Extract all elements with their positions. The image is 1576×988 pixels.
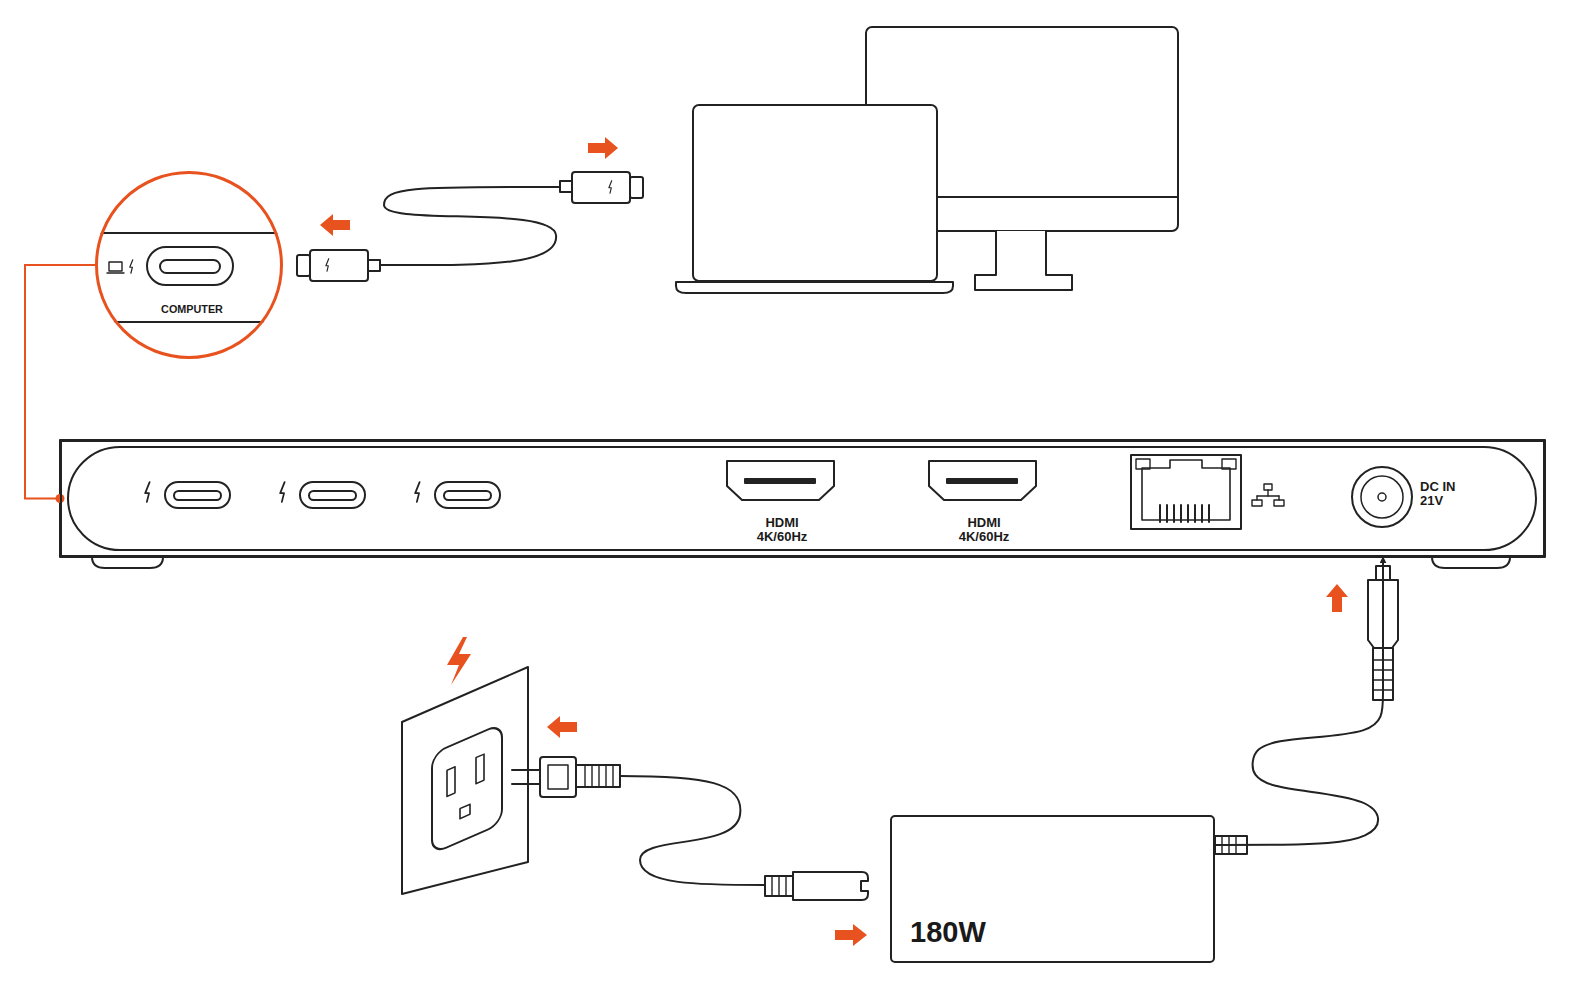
hdmi-port — [727, 461, 1036, 500]
callout-circle: COMPUTER — [95, 171, 283, 359]
dock-body — [60, 440, 1545, 568]
usb-c-port — [107, 247, 233, 285]
dock: HDMI 4K/60Hz HDMI 4K/60Hz DC IN 21V — [60, 440, 1545, 557]
dc-cable — [1215, 557, 1383, 845]
callout-detail — [90, 233, 290, 322]
port-label: DC IN 21V — [1420, 480, 1466, 508]
power-rating: 180W — [910, 917, 1110, 948]
laptop — [676, 105, 953, 293]
dc-jack — [1352, 467, 1412, 527]
wall-outlet — [402, 667, 528, 894]
ethernet-port — [1131, 455, 1284, 529]
port-label: COMPUTER — [98, 304, 286, 316]
port-label: HDMI 4K/60Hz — [944, 516, 1024, 544]
thunderbolt-port — [145, 482, 500, 508]
port-label: HDMI 4K/60Hz — [742, 516, 822, 544]
power-brick: 180W — [890, 815, 1215, 963]
power-cord — [512, 757, 868, 900]
thunderbolt-cable — [297, 172, 643, 281]
